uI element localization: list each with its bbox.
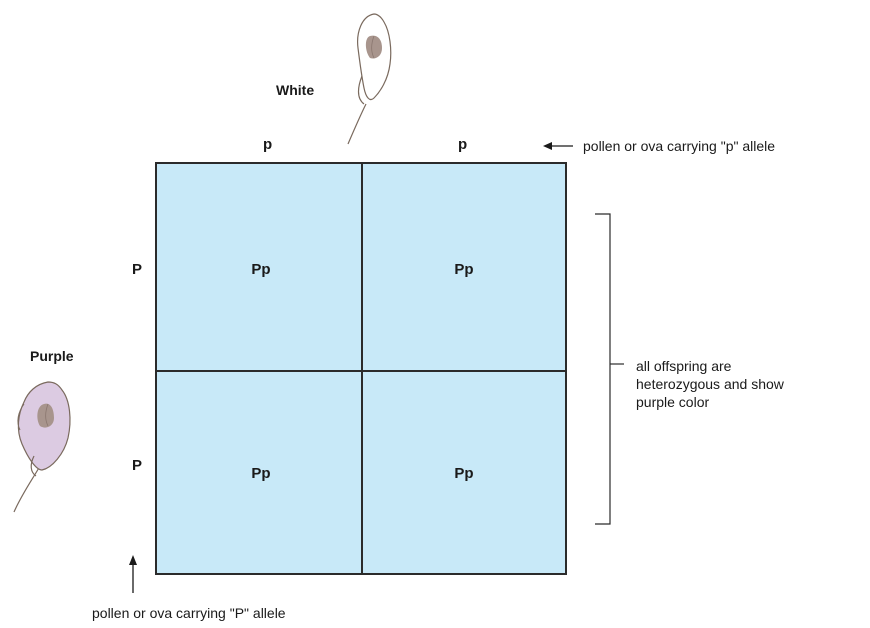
purple-parent-label: Purple — [30, 348, 74, 364]
punnett-square: Pp Pp Pp Pp — [155, 162, 567, 575]
white-flower-icon — [340, 6, 400, 146]
cell-bottom-left: Pp — [236, 466, 286, 482]
white-parent-label: White — [276, 82, 314, 98]
bottom-allele-caption: pollen or ova carrying "P" allele — [92, 605, 286, 621]
cell-top-left: Pp — [236, 262, 286, 278]
offspring-summary: all offspring are heterozygous and show … — [636, 357, 816, 411]
left-allele-2: P — [132, 458, 142, 474]
grid-vertical-divider — [361, 164, 363, 573]
cell-top-right: Pp — [439, 262, 489, 278]
top-allele-1: p — [263, 137, 272, 153]
grid-horizontal-divider — [157, 370, 565, 372]
cell-bottom-right: Pp — [439, 466, 489, 482]
left-allele-1: P — [132, 262, 142, 278]
left-arrow-icon — [542, 139, 574, 153]
offspring-bracket — [590, 212, 630, 528]
purple-flower-icon — [8, 376, 78, 516]
top-allele-2: p — [458, 137, 467, 153]
top-allele-caption: pollen or ova carrying "p" allele — [583, 138, 775, 154]
up-arrow-icon — [126, 554, 140, 594]
